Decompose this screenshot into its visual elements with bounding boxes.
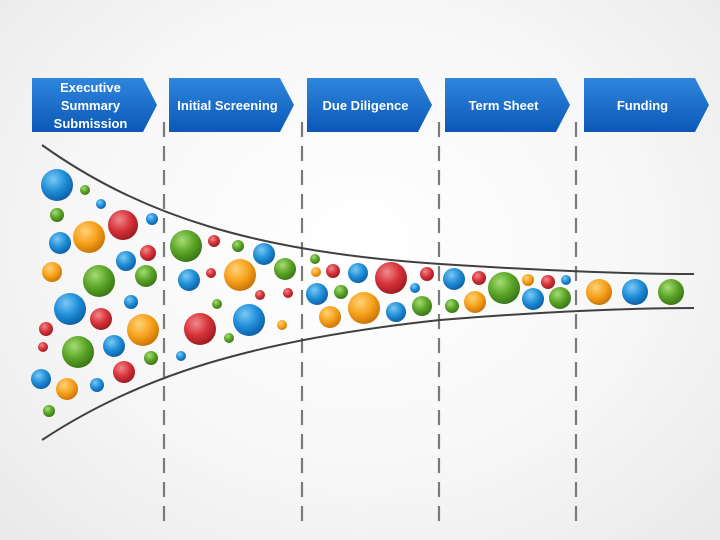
chevron-shape [169,78,294,132]
orange-bubble [42,262,62,282]
blue-bubble [176,351,186,361]
red-bubble [39,322,53,336]
red-bubble [184,313,216,345]
green-bubble [43,405,55,417]
red-bubble [206,268,216,278]
orange-bubble [127,314,159,346]
funnel-bottom-curve [41,307,695,441]
blue-bubble [31,369,51,389]
orange-bubble [311,267,321,277]
orange-bubble [224,259,256,291]
stage-label: Submission [54,116,128,131]
chevron-shape [32,78,157,132]
blue-bubble [178,269,200,291]
stage-dividers [162,122,578,528]
red-bubble [255,290,265,300]
orange-bubble [56,378,78,400]
green-bubble [445,299,459,313]
stage-chevron: Due Diligence [307,78,432,132]
orange-bubble [73,221,105,253]
red-bubble [113,361,135,383]
blue-bubble [561,275,571,285]
red-bubble [90,308,112,330]
funnel-top-curve [41,144,695,275]
red-bubble [283,288,293,298]
orange-bubble [586,279,612,305]
blue-bubble [306,283,328,305]
green-bubble [144,351,158,365]
green-bubble [658,279,684,305]
blue-bubble [146,213,158,225]
blue-bubble [253,243,275,265]
green-bubble [50,208,64,222]
stage-label: Due Diligence [323,98,409,113]
green-bubble [412,296,432,316]
green-bubble [83,265,115,297]
chevron-shape [307,78,432,132]
blue-bubble [96,199,106,209]
red-bubble [420,267,434,281]
green-bubble [212,299,222,309]
red-bubble [326,264,340,278]
orange-bubble [522,274,534,286]
stage-chevron: Term Sheet [445,78,570,132]
orange-bubble [348,292,380,324]
chevron-shape [445,78,570,132]
red-bubble [472,271,486,285]
stage-label: Executive [60,80,121,95]
funnel-outline [41,144,695,441]
red-bubble [375,262,407,294]
bubbles-group [31,169,684,417]
green-bubble [135,265,157,287]
blue-bubble [116,251,136,271]
blue-bubble [54,293,86,325]
green-bubble [488,272,520,304]
orange-bubble [464,291,486,313]
stage-label: Initial Screening [177,98,277,113]
green-bubble [549,287,571,309]
red-bubble [108,210,138,240]
green-bubble [62,336,94,368]
orange-bubble [277,320,287,330]
stage-label: Summary [61,98,121,113]
green-bubble [170,230,202,262]
blue-bubble [622,279,648,305]
stage-label: Term Sheet [469,98,540,113]
red-bubble [541,275,555,289]
green-bubble [232,240,244,252]
chevron-shape [584,78,709,132]
blue-bubble [49,232,71,254]
orange-bubble [319,306,341,328]
red-bubble [38,342,48,352]
green-bubble [334,285,348,299]
blue-bubble [124,295,138,309]
blue-bubble [443,268,465,290]
green-bubble [310,254,320,264]
blue-bubble [90,378,104,392]
blue-bubble [41,169,73,201]
green-bubble [274,258,296,280]
green-bubble [224,333,234,343]
green-bubble [80,185,90,195]
blue-bubble [103,335,125,357]
blue-bubble [410,283,420,293]
red-bubble [208,235,220,247]
red-bubble [140,245,156,261]
stage-chevron: Funding [584,78,709,132]
blue-bubble [522,288,544,310]
blue-bubble [386,302,406,322]
blue-bubble [348,263,368,283]
stage-label: Funding [617,98,668,113]
blue-bubble [233,304,265,336]
stage-chevron: Initial Screening [169,78,294,132]
